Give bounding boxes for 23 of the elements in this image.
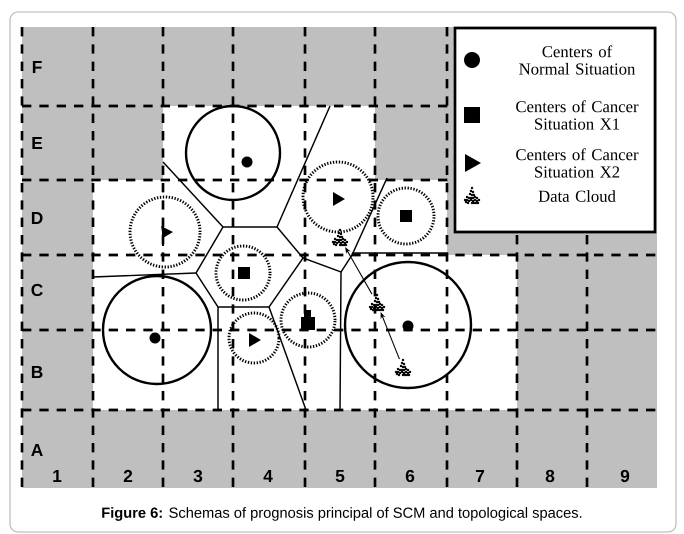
column-number: 8	[546, 470, 554, 482]
column-number: 1	[53, 470, 62, 482]
column-number: 6	[406, 470, 414, 482]
data-cloud-icon	[332, 228, 348, 246]
column-number: 2	[124, 470, 132, 482]
column-number: 4	[263, 470, 273, 482]
data-cloud-icon	[394, 358, 412, 376]
caption: Figure 6: Schemas of prognosis principal of SCM and topological spaces.	[102, 507, 582, 521]
row-letter: F	[32, 61, 42, 73]
column-number: 9	[620, 470, 630, 482]
row-letter: D	[32, 212, 43, 224]
column-number: 5	[336, 470, 344, 482]
column-number: 3	[194, 470, 202, 482]
data-cloud-icon	[368, 294, 386, 312]
legend-text: Data Cloud	[538, 190, 616, 202]
column-number: 7	[476, 470, 484, 482]
legend-text: Centers of Cancer Situation X2	[516, 148, 638, 178]
row-letter: E	[32, 137, 42, 149]
row-letter: B	[32, 366, 42, 378]
legend-text: Centers of Cancer Situation X1	[516, 100, 638, 130]
row-letter: C	[31, 284, 43, 296]
legend-text: Centers of Normal Situation	[519, 45, 636, 75]
row-letter: A	[31, 444, 43, 456]
